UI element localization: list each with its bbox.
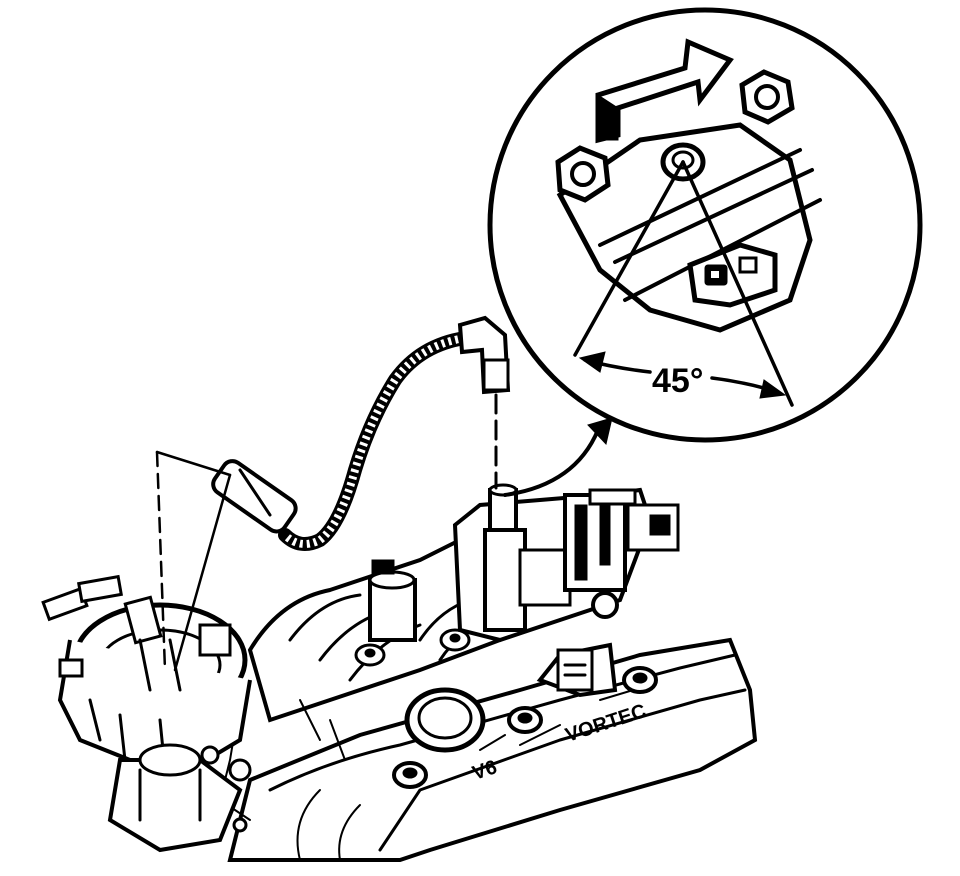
cover-bolt xyxy=(392,761,428,789)
throttle-body xyxy=(41,574,252,773)
hex-nut-right xyxy=(739,69,795,125)
zoom-arrow xyxy=(503,417,613,497)
engine-assembly: VORTEC V6 xyxy=(41,483,758,862)
ignition-coil-bracket xyxy=(536,642,618,698)
sensor-terminal xyxy=(488,483,518,532)
spark-plug-wire xyxy=(211,315,511,551)
detail-terminal-stud xyxy=(660,142,706,182)
angle-dimension xyxy=(578,351,787,399)
valve-cover xyxy=(227,637,758,862)
angle-lines xyxy=(573,160,794,407)
wire-boot-90-degree xyxy=(457,315,511,395)
direction-arrow-icon xyxy=(595,38,734,144)
hex-nut-left xyxy=(555,145,611,203)
distributor-leader-lines xyxy=(155,450,232,672)
cover-bolt xyxy=(507,706,543,734)
lower-engine-block xyxy=(107,743,252,853)
detail-callout-circle: 45° xyxy=(487,7,923,443)
idle-air-control xyxy=(354,559,471,667)
angle-label: 45° xyxy=(652,362,703,400)
oil-filler-cap xyxy=(404,687,486,753)
cover-bolt xyxy=(622,666,658,694)
